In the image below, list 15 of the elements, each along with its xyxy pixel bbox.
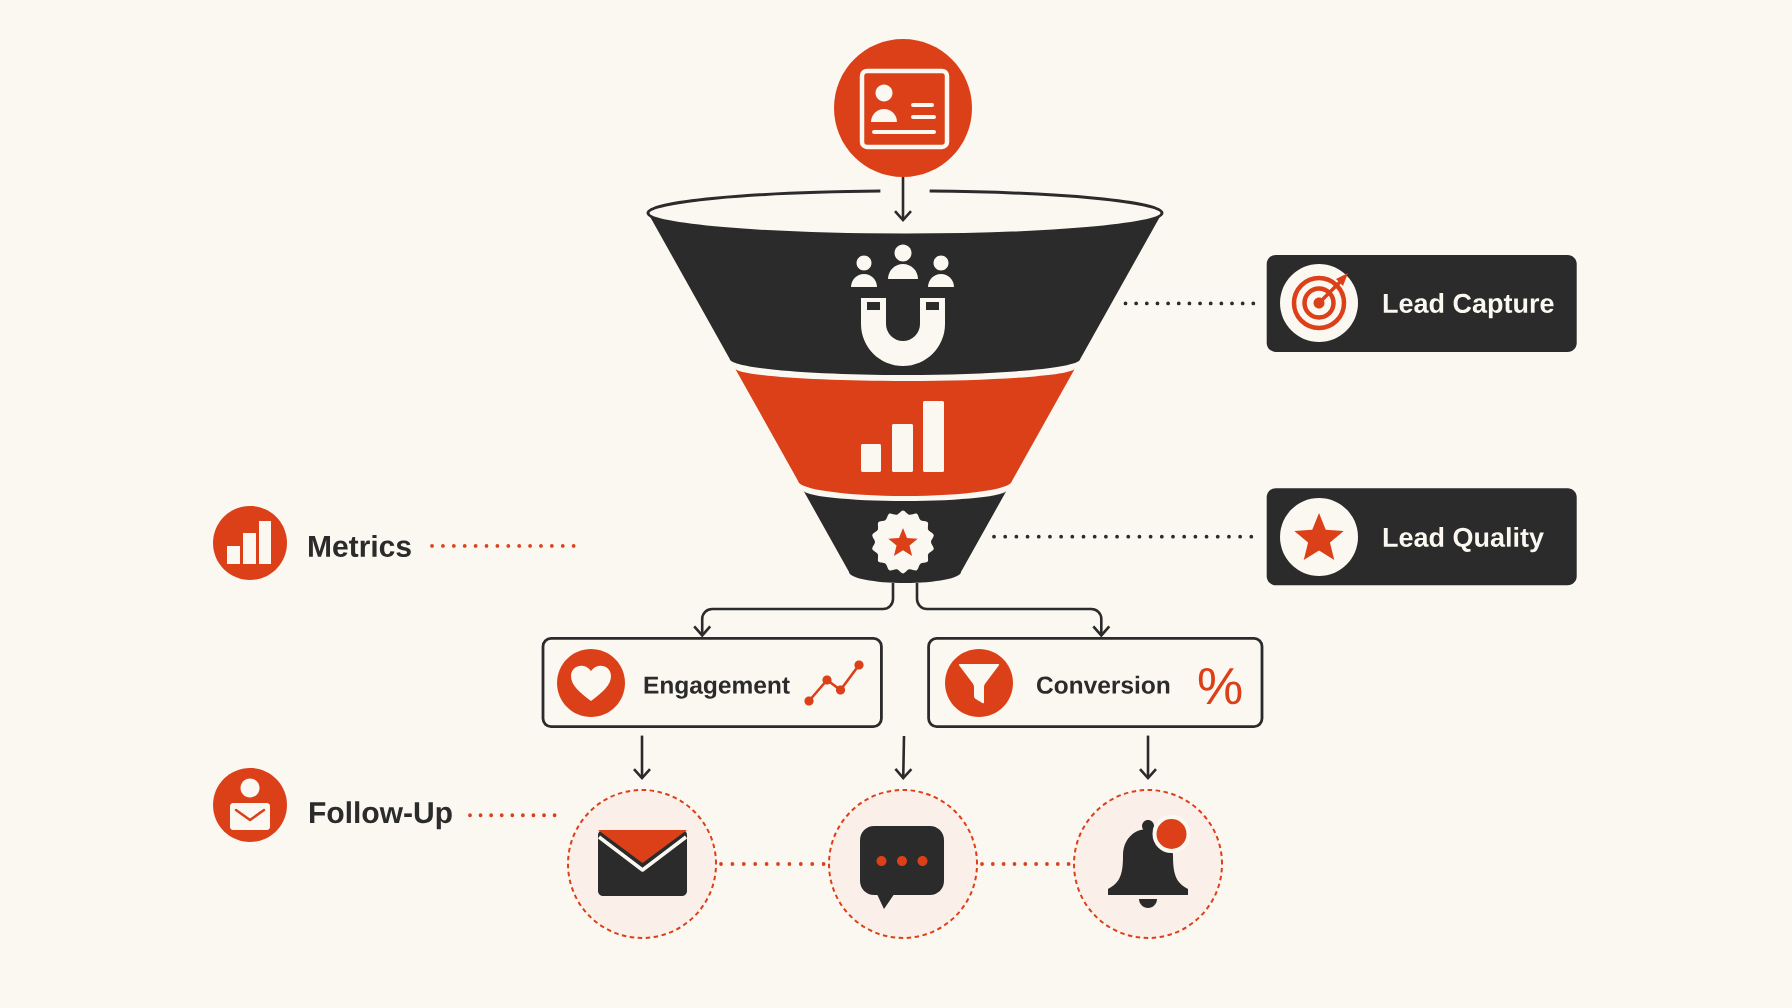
dotted-line [430, 544, 576, 548]
arrow [633, 735, 651, 780]
percent-sign: % [1198, 667, 1242, 705]
label: Follow-Up [310, 801, 452, 830]
arrow [915, 583, 1111, 638]
arrow [894, 735, 913, 780]
dotted-line [1123, 301, 1256, 306]
dotted-line [719, 862, 826, 866]
label: Metrics [309, 534, 411, 557]
arrow [1139, 735, 1157, 780]
dotted-line [980, 862, 1071, 866]
arrow [894, 177, 912, 222]
dotted-line [992, 534, 1254, 539]
arrow [693, 583, 895, 638]
dotted-line [468, 813, 557, 818]
